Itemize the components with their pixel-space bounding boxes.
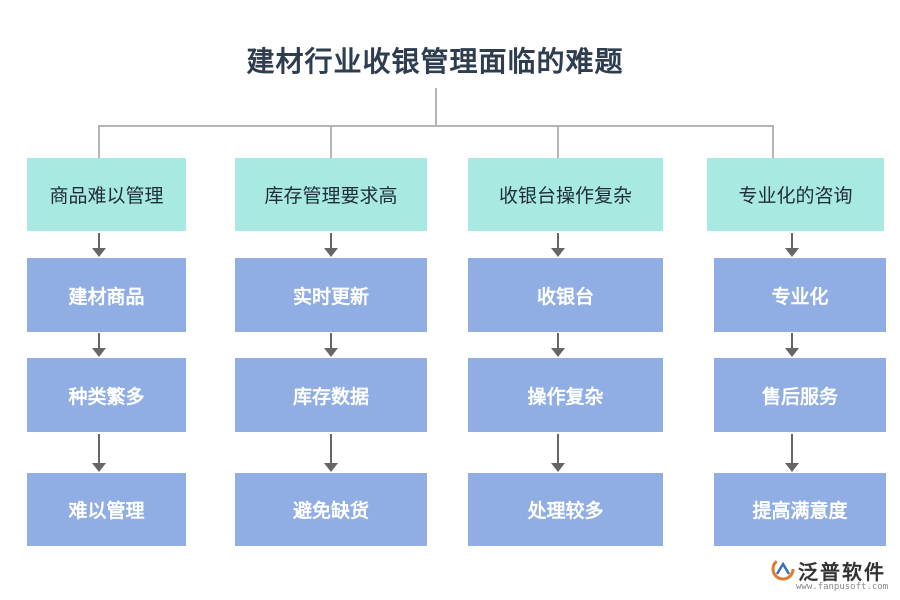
branch-line-1 [98, 125, 100, 158]
arrow-down-icon [324, 233, 338, 257]
branch-line-4 [772, 125, 774, 158]
arrow-down-icon [785, 434, 799, 472]
horizontal-connector [98, 125, 774, 127]
arrow-down-icon [551, 233, 565, 257]
arrow-down-icon [551, 434, 565, 472]
brand-logo: 泛普软件 www.fanpusoft.com [770, 556, 895, 596]
problem-item: 售后服务 [714, 358, 886, 432]
brand-name: 泛普软件 [798, 560, 886, 584]
branch-line-3 [557, 125, 559, 158]
diagram-title: 建材行业收银管理面临的难题 [246, 45, 624, 78]
category-header: 专业化的咨询 [707, 158, 884, 231]
trunk-line [435, 88, 437, 126]
problem-item: 提高满意度 [714, 473, 886, 546]
arrow-down-icon [551, 333, 565, 357]
arrow-down-icon [324, 333, 338, 357]
category-header: 库存管理要求高 [235, 158, 427, 231]
fanpu-logo-icon [771, 557, 795, 581]
problem-item: 专业化 [714, 258, 886, 332]
category-header: 商品难以管理 [27, 158, 186, 231]
problem-item: 建材商品 [27, 258, 186, 332]
branch-line-2 [330, 125, 332, 158]
arrow-down-icon [785, 233, 799, 257]
problem-item: 实时更新 [235, 258, 427, 332]
problem-item: 难以管理 [27, 473, 186, 546]
problem-item: 处理较多 [468, 473, 663, 546]
problem-item: 库存数据 [235, 358, 427, 432]
problem-item: 操作复杂 [468, 358, 663, 432]
brand-url: www.fanpusoft.com [796, 582, 889, 592]
arrow-down-icon [92, 333, 106, 357]
arrow-down-icon [785, 333, 799, 357]
arrow-down-icon [92, 434, 106, 472]
arrow-down-icon [324, 434, 338, 472]
category-header: 收银台操作复杂 [468, 158, 663, 231]
problem-item: 避免缺货 [235, 473, 427, 546]
problem-item: 收银台 [468, 258, 663, 332]
arrow-down-icon [92, 233, 106, 257]
problem-item: 种类繁多 [27, 358, 186, 432]
